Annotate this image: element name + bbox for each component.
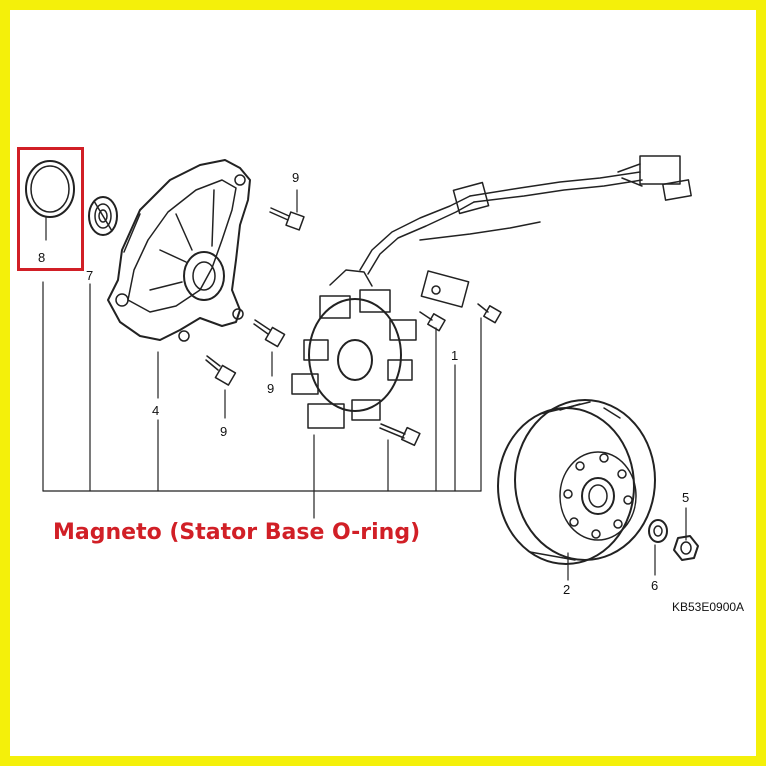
stator-base-part-4 [107,159,251,342]
washer-part-6 [648,519,668,543]
bolt-part-9-top [269,207,305,231]
bolt-right-far [477,303,502,324]
bolt-right-upper [419,311,446,332]
part-number-labels: 8 7 9 9 9 4 1 2 6 5 [38,170,689,597]
bolt-part-9-bottom [205,355,237,386]
label-part-8: 8 [38,250,45,265]
flywheel-part-2 [497,399,656,565]
diagram-frame [10,10,756,756]
label-part-2: 2 [563,582,570,597]
label-part-4: 4 [152,403,159,418]
oil-seal-part-7 [88,196,118,236]
bolt-lower-stator [379,423,421,447]
o-ring-part-8 [25,160,75,241]
label-part-1: 1 [451,348,458,363]
label-part-6: 6 [651,578,658,593]
diagram-caption: Magneto (Stator Base O-ring) [53,520,421,545]
diagram-code: KB53E0900A [672,600,745,614]
label-part-7: 7 [86,268,93,283]
label-part-9-middle: 9 [267,381,274,396]
label-part-5: 5 [682,490,689,505]
stator-part-1 [291,155,692,429]
label-part-9-bottom: 9 [220,424,227,439]
label-part-9-top: 9 [292,170,299,185]
nut-part-5 [673,535,699,561]
o-ring-highlight-box [17,147,84,271]
leader-lines [42,189,687,581]
bolt-part-9-middle [253,319,286,348]
